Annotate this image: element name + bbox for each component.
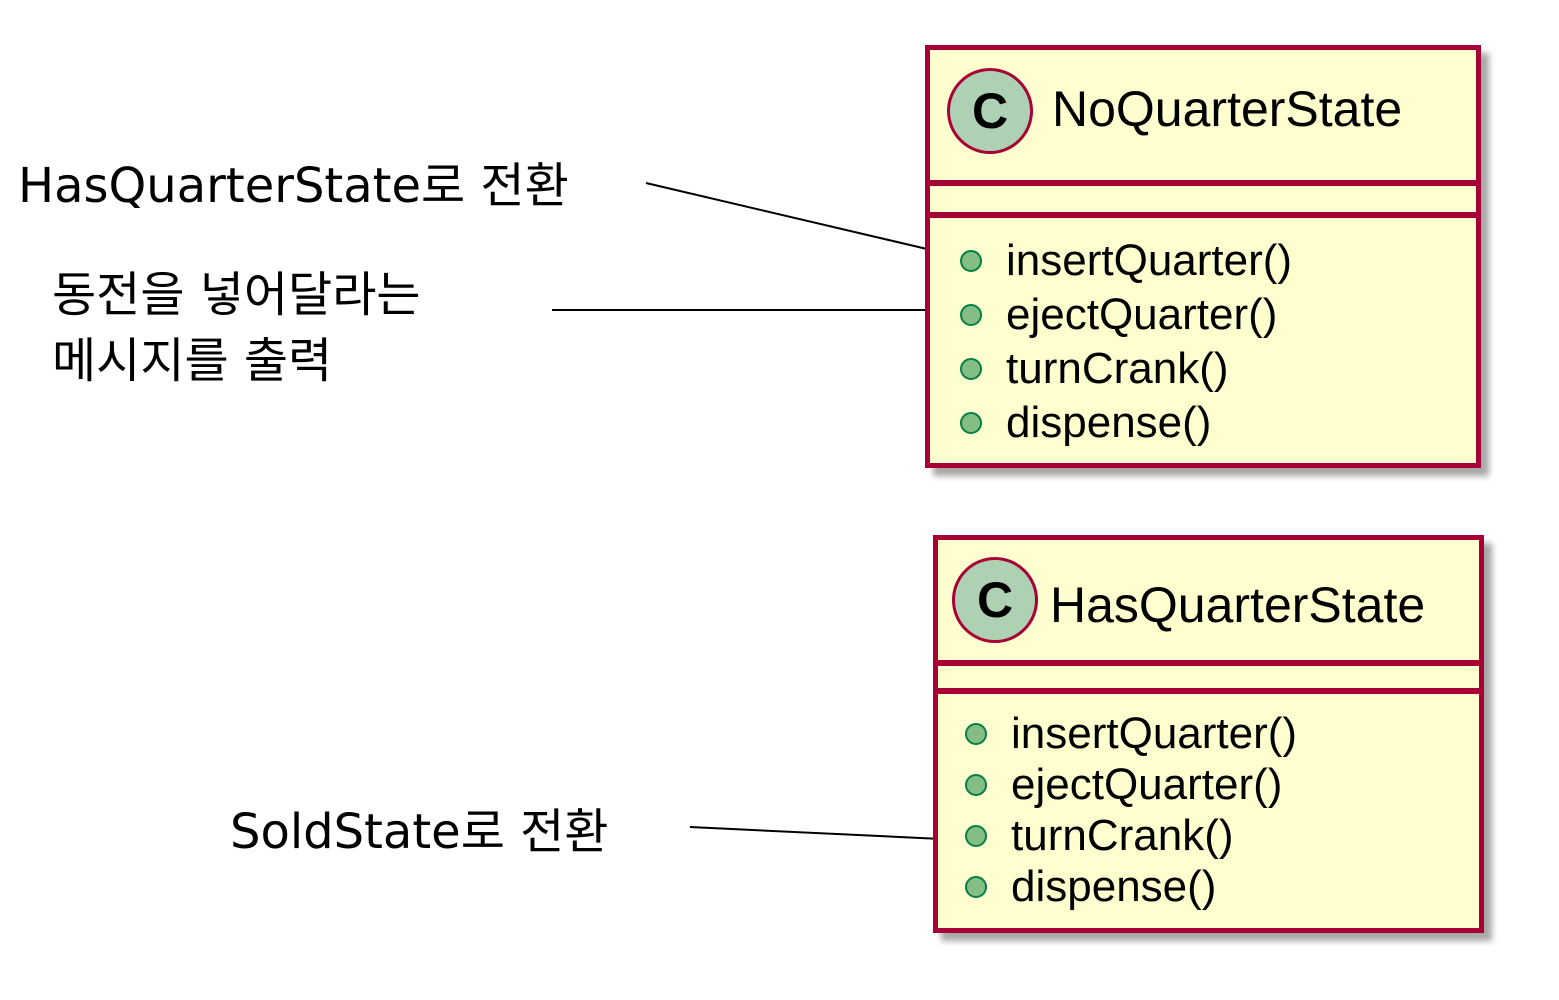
method-label: dispense(): [1006, 398, 1212, 447]
method-row: ejectQuarter(): [960, 288, 1476, 342]
method-row: turnCrank(): [960, 342, 1476, 396]
method-label: turnCrank(): [1006, 344, 1229, 393]
method-row: insertQuarter(): [965, 708, 1479, 759]
note-insert-coin-message: 동전을 넣어달라는 메시지를 출력: [52, 262, 421, 394]
divider: [929, 180, 1477, 186]
methods-section: insertQuarter() ejectQuarter() turnCrank…: [930, 218, 1476, 450]
public-method-icon: [965, 722, 987, 745]
method-label: ejectQuarter(): [1011, 759, 1283, 809]
method-label: turnCrank(): [1011, 810, 1234, 860]
public-method-icon: [960, 358, 982, 380]
method-row: insertQuarter(): [960, 234, 1476, 288]
public-method-icon: [960, 304, 982, 326]
method-label: dispense(): [1011, 861, 1217, 911]
note-line: SoldState로 전환: [230, 804, 609, 860]
class-header: C HasQuarterState: [938, 540, 1479, 660]
note-has-quarter-transition: HasQuarterState로 전환: [18, 153, 569, 219]
divider: [937, 688, 1480, 694]
note-line: 동전을 넣어달라는: [52, 267, 421, 323]
arrow-note3-to-turnCrank: [689, 826, 963, 846]
note-line: HasQuarterState로 전환: [18, 158, 569, 214]
arrow-note1-to-insertQuarter: [645, 182, 945, 257]
public-method-icon: [965, 824, 987, 847]
note-line: 메시지를 출력: [52, 333, 333, 389]
class-header: C NoQuarterState: [930, 50, 1476, 180]
methods-section: insertQuarter() ejectQuarter() turnCrank…: [938, 694, 1479, 912]
method-row: turnCrank(): [965, 810, 1479, 861]
public-method-icon: [965, 773, 987, 796]
method-row: dispense(): [965, 861, 1479, 912]
class-name: HasQuarterState: [1050, 577, 1426, 633]
method-row: ejectQuarter(): [965, 759, 1479, 810]
class-name: NoQuarterState: [1052, 81, 1403, 137]
method-label: ejectQuarter(): [1006, 290, 1278, 339]
method-label: insertQuarter(): [1006, 236, 1293, 285]
class-noquarterstate: C NoQuarterState insertQuarter() ejectQu…: [925, 45, 1481, 468]
public-method-icon: [960, 250, 982, 272]
class-stereotype-icon: C: [952, 557, 1038, 643]
attributes-section: [930, 186, 1476, 212]
divider: [937, 660, 1480, 666]
public-method-icon: [965, 875, 987, 898]
note-sold-transition: SoldState로 전환: [230, 799, 608, 865]
method-row: dispense(): [960, 396, 1476, 450]
class-stereotype-icon: C: [947, 68, 1033, 154]
method-label: insertQuarter(): [1011, 708, 1298, 758]
public-method-icon: [960, 412, 982, 434]
divider: [929, 212, 1477, 218]
class-hasquarterstate: C HasQuarterState insertQuarter() ejectQ…: [933, 535, 1484, 933]
attributes-section: [938, 666, 1479, 688]
